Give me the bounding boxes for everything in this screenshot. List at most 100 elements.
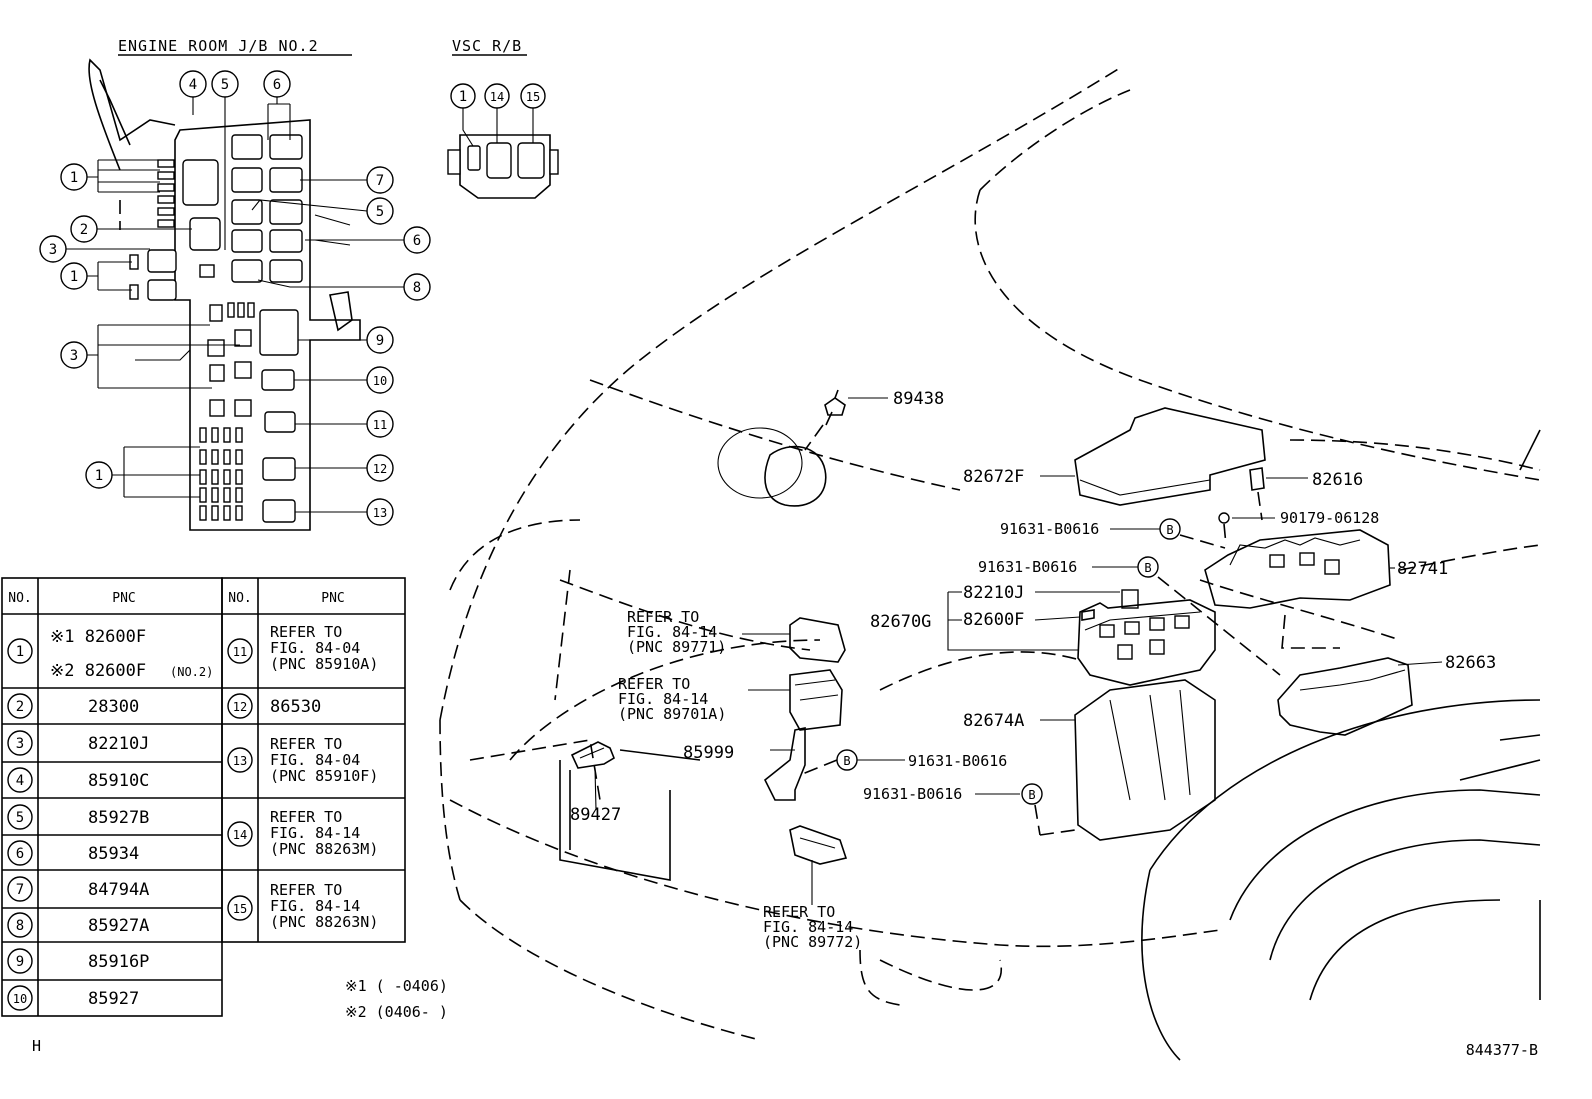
table-row: 13 REFER TO FIG. 84-04 (PNC 85910F) [227, 735, 378, 785]
footnote-1: ※1 ( -0406) [345, 977, 448, 995]
callout-12: 12 [373, 462, 387, 476]
callout-11: 11 [373, 418, 387, 432]
pnc-suffix: (NO.2) [170, 665, 213, 679]
refer-text: (PNC 89772) [763, 933, 862, 951]
table-row: 2 28300 [7, 693, 139, 719]
table-row: 6 85934 [7, 840, 139, 866]
parts-table: NO. PNC NO. PNC 1 ※1 82600F ※2 82600F (N… [1, 577, 406, 1017]
relay-89701A: REFER TO FIG. 84-14 (PNC 89701A) [618, 669, 843, 731]
table-row: 10 85927 [7, 985, 139, 1011]
footnote-2: ※2 (0406- ) [345, 1003, 448, 1021]
refer-text: FIG. 84-14 [763, 918, 853, 936]
table-header-no: NO. [8, 591, 31, 606]
bolt-91631-d: B 91631-B0616 [863, 783, 1043, 836]
bracket-85999: 85999 [683, 727, 806, 801]
label-82663: 82663 [1445, 653, 1496, 673]
row-number: 11 [233, 645, 247, 659]
label-82210J: 82210J [963, 583, 1024, 603]
callout-1: 1 [459, 89, 467, 105]
refer-text: REFER TO [627, 608, 699, 626]
jb-title: ENGINE ROOM J/B NO.2 [118, 37, 319, 55]
pnc-value: FIG. 84-14 [270, 824, 360, 842]
callout-8: 8 [413, 280, 421, 296]
callout-1: 1 [95, 468, 103, 484]
pnc-value: (PNC 88263N) [270, 913, 378, 931]
pnc-value: REFER TO [270, 735, 342, 753]
callout-9: 9 [376, 333, 384, 349]
label-90179-06128: 90179-06128 [1280, 509, 1379, 527]
table-row: 8 85927A [7, 912, 149, 938]
nut-90179: 90179-06128 [1218, 509, 1379, 546]
pnc-value: 28300 [88, 697, 139, 717]
label-85999: 85999 [683, 743, 734, 763]
table-row: 11 REFER TO FIG. 84-04 (PNC 85910A) [227, 623, 378, 673]
callout-6: 6 [273, 77, 281, 93]
pnc-value: 85934 [88, 844, 139, 864]
engine-room-jb-diagram: ENGINE ROOM J/B NO.2 [39, 37, 431, 531]
row-number: 9 [16, 954, 24, 970]
callout-1: 1 [70, 170, 78, 186]
table-row: 3 82210J [7, 730, 149, 756]
bolt-91631-c: B 91631-B0616 [799, 749, 1007, 776]
vsc-title: VSC R/B [452, 37, 522, 55]
callout-7: 7 [376, 173, 384, 189]
refer-text: REFER TO [618, 675, 690, 693]
pnc-value: 86530 [270, 697, 321, 717]
relay-cover-89771: REFER TO FIG. 84-14 (PNC 89771) [627, 608, 846, 663]
pnc-value: ※2 82600F [50, 661, 146, 681]
table-row: 5 85927B [7, 804, 149, 830]
pnc-value: ※1 82600F [50, 627, 146, 647]
row-number: 6 [16, 846, 24, 862]
bolt-marker: B [1166, 523, 1173, 537]
refer-text: FIG. 84-14 [627, 623, 717, 641]
pnc-value: 85927A [88, 916, 149, 936]
pnc-value: REFER TO [270, 881, 342, 899]
bolt-marker: B [1144, 561, 1151, 575]
table-row: 1 ※1 82600F ※2 82600F (NO.2) [7, 627, 213, 681]
table-header-pnc: PNC [112, 591, 135, 606]
vsc-relay-block-diagram: VSC R/B 1 14 15 [447, 37, 559, 199]
bolt-91631-b: B 91631-B0616 [978, 556, 1281, 676]
pnc-value: 84794A [88, 880, 149, 900]
callout-3: 3 [70, 348, 78, 364]
row-number: 13 [233, 754, 247, 768]
label-89438: 89438 [893, 389, 944, 409]
row-number: 3 [16, 736, 24, 752]
row-number: 2 [16, 699, 24, 715]
pnc-value: REFER TO [270, 808, 342, 826]
row-number: 15 [233, 902, 247, 916]
row-number: 14 [233, 828, 247, 842]
fuse-block-82670G: 82210J 82600F 82670G [870, 583, 1216, 686]
vehicle-outline [439, 67, 1541, 1061]
table-row: 15 REFER TO FIG. 84-14 (PNC 88263N) [227, 881, 378, 931]
row-number: 10 [13, 992, 27, 1006]
bolt-marker: B [843, 754, 850, 768]
figure-code: 844377-B [1466, 1041, 1538, 1059]
refer-text: REFER TO [763, 903, 835, 921]
sensor-89438: 89438 [717, 389, 944, 507]
callout-3: 3 [49, 242, 57, 258]
box-82674A: 82674A [963, 679, 1216, 841]
label-82741: 82741 [1397, 559, 1448, 579]
relay-block-82741: 82741 [1204, 529, 1448, 649]
bolt-marker: B [1028, 788, 1035, 802]
table-row: 4 85910C [7, 767, 149, 793]
label-91631-B0616: 91631-B0616 [908, 752, 1007, 770]
bolt-91631-a: B 91631-B0616 [1000, 518, 1226, 549]
label-91631-B0616: 91631-B0616 [863, 785, 962, 803]
label-82600F: 82600F [963, 610, 1024, 630]
refer-text: (PNC 89701A) [618, 705, 726, 723]
row-number: 4 [16, 773, 24, 789]
clip-82616: 82616 [1249, 467, 1363, 521]
clip-89772: REFER TO FIG. 84-14 (PNC 89772) [763, 825, 862, 951]
refer-text: (PNC 89771) [627, 638, 726, 656]
label-82674A: 82674A [963, 711, 1024, 731]
cover-82672F: 82672F [963, 407, 1266, 506]
label-89427: 89427 [570, 805, 621, 825]
pnc-value: FIG. 84-04 [270, 751, 360, 769]
pnc-value: 85927 [88, 989, 139, 1009]
callout-10: 10 [373, 374, 387, 388]
refer-text: FIG. 84-14 [618, 690, 708, 708]
